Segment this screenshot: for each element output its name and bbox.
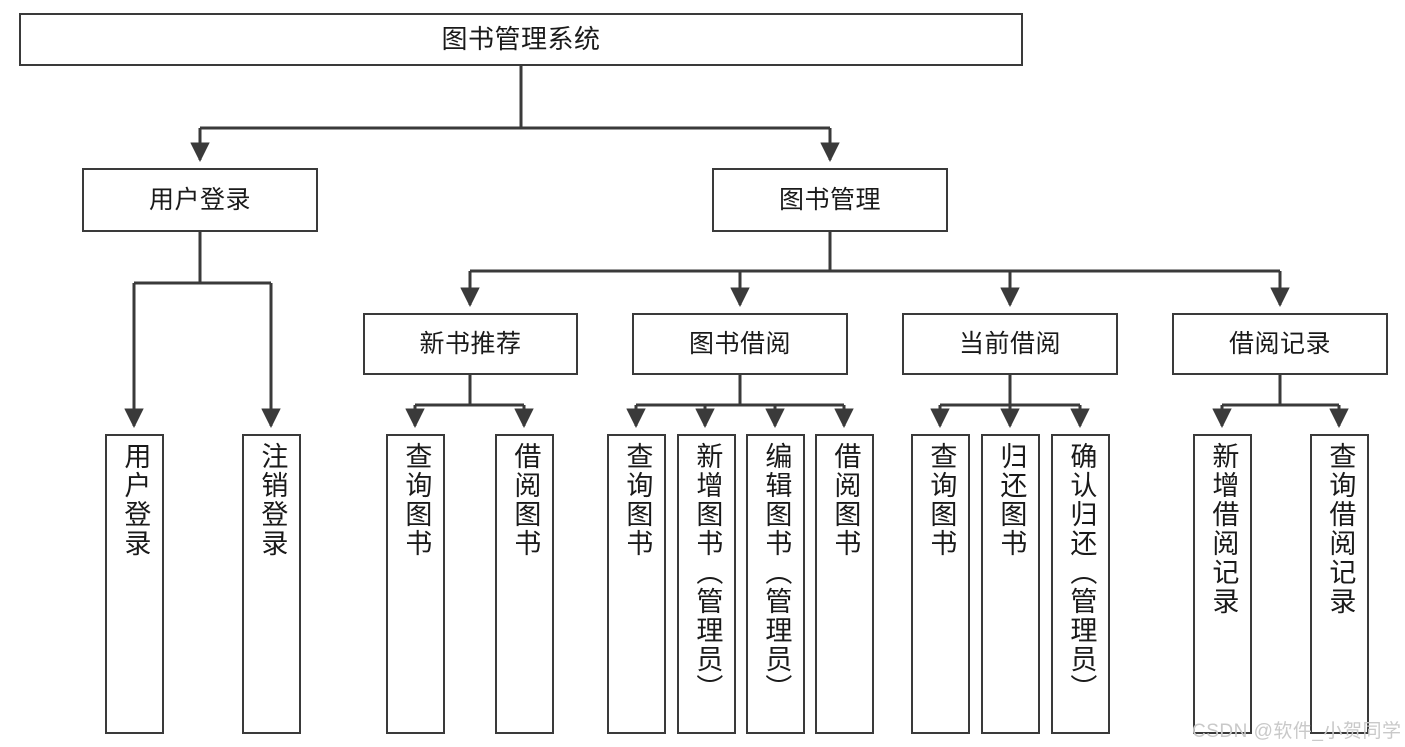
leaf-current-query-books[interactable]: 查询图书 [911,434,970,734]
node-label: 用户登录 [120,442,151,558]
leaf-borrow-query-books[interactable]: 查询图书 [607,434,666,734]
leaf-borrow-borrow-books[interactable]: 借阅图书 [815,434,874,734]
node-label: 用户登录 [148,185,251,214]
leaf-record-add-borrow-record[interactable]: 新增借阅记录 [1193,434,1252,734]
node-root-book-management-system[interactable]: 图书管理系统 [19,13,1023,66]
node-label: 编辑图书（管理员） [761,442,792,703]
leaf-current-return-books[interactable]: 归还图书 [981,434,1040,734]
node-label: 借阅图书 [510,442,541,558]
node-label: 当前借阅 [958,329,1061,358]
node-label: 图书借阅 [688,329,791,358]
leaf-user-login-login[interactable]: 用户登录 [105,434,164,734]
node-label: 注销登录 [257,442,288,558]
leaf-borrow-edit-book-admin[interactable]: 编辑图书（管理员） [746,434,805,734]
node-label: 归还图书 [996,442,1027,558]
node-label: 新书推荐 [419,329,522,358]
leaf-borrow-add-book-admin[interactable]: 新增图书（管理员） [677,434,736,734]
node-label: 借阅记录 [1228,329,1331,358]
node-borrow-record[interactable]: 借阅记录 [1172,313,1388,375]
node-label: 查询图书 [622,442,653,558]
leaf-record-query-borrow-record[interactable]: 查询借阅记录 [1310,434,1369,734]
node-label: 图书管理 [778,185,881,214]
leaf-newbook-query-books[interactable]: 查询图书 [386,434,445,734]
node-label: 确认归还（管理员） [1066,442,1097,703]
node-user-login[interactable]: 用户登录 [82,168,318,232]
node-book-borrowing[interactable]: 图书借阅 [632,313,848,375]
node-label: 新增图书（管理员） [692,442,723,703]
node-label: 图书管理系统 [441,24,601,55]
node-label: 查询图书 [401,442,432,558]
node-label: 查询图书 [926,442,957,558]
node-label: 借阅图书 [830,442,861,558]
node-current-borrowing[interactable]: 当前借阅 [902,313,1118,375]
leaf-newbook-borrow-books[interactable]: 借阅图书 [495,434,554,734]
leaf-user-login-logout[interactable]: 注销登录 [242,434,301,734]
node-label: 查询借阅记录 [1325,442,1356,616]
node-book-management[interactable]: 图书管理 [712,168,948,232]
node-label: 新增借阅记录 [1208,442,1239,616]
node-new-book-recommendation[interactable]: 新书推荐 [363,313,578,375]
csdn-watermark: CSDN @软件_小贺同学 [1192,721,1402,742]
leaf-current-confirm-return-admin[interactable]: 确认归还（管理员） [1051,434,1110,734]
